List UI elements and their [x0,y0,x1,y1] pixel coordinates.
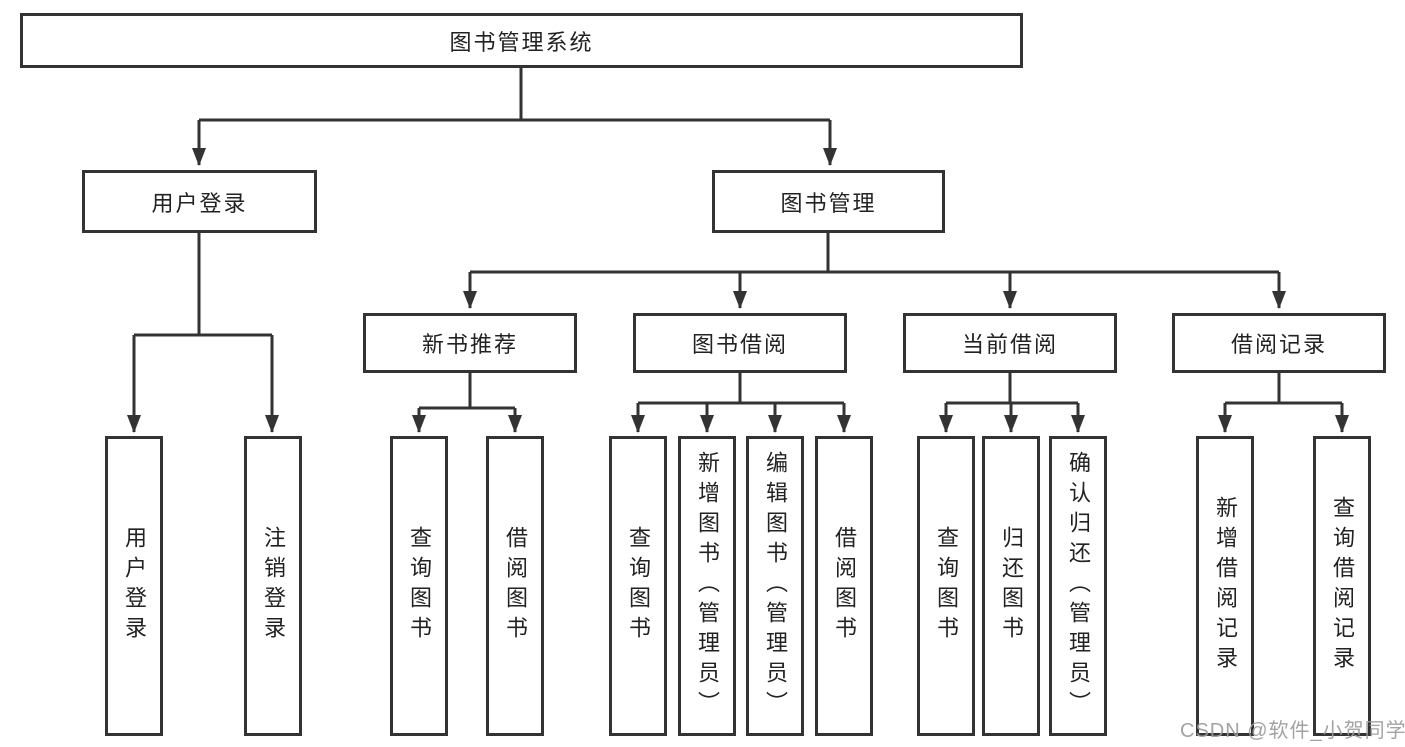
leaf-node-query-books-recommend: 查询图书 [390,436,448,736]
root-node-label: 图书管理系统 [449,29,594,55]
leaf-node-borrow-books: 借阅图书 [815,436,873,736]
section-node-new-book-recommend: 新书推荐 [363,313,577,373]
leaf-node-add-borrow-record: 新增借阅记录 [1196,436,1254,736]
branch-node-label: 用户登录 [151,190,248,216]
leaf-node-label: 查询图书 [934,526,959,646]
leaf-node-label: 借阅图书 [503,526,528,646]
branch-node-book-management: 图书管理 [712,170,945,233]
csdn-watermark: CSDN @软件_小贺同学 [1180,720,1405,742]
leaf-node-label: 注销登录 [261,526,286,646]
leaf-node-add-books-admin: 新增图书（管理员） [678,436,736,736]
leaf-node-return-books: 归还图书 [982,436,1040,736]
leaf-node-user-login: 用户登录 [105,436,163,736]
leaf-node-label: 用户登录 [122,526,147,646]
leaf-node-confirm-return-admin: 确认归还（管理员） [1049,436,1107,736]
branch-node-user-login: 用户登录 [82,170,317,233]
leaf-node-label: 确认归还（管理员） [1066,451,1091,721]
section-node-book-borrow: 图书借阅 [633,313,847,373]
leaf-node-label: 归还图书 [999,526,1024,646]
leaf-node-query-books-current: 查询图书 [917,436,975,736]
section-node-label: 新书推荐 [421,332,518,357]
section-node-label: 图书借阅 [691,332,788,357]
branch-node-label: 图书管理 [780,190,877,216]
leaf-node-borrow-books-recommend: 借阅图书 [486,436,544,736]
leaf-node-label: 借阅图书 [832,526,857,646]
leaf-node-label: 查询图书 [626,526,651,646]
root-node-library-system: 图书管理系统 [20,13,1023,68]
section-node-label: 当前借阅 [961,332,1058,357]
leaf-node-query-borrow-record: 查询借阅记录 [1313,436,1371,736]
leaf-node-edit-books-admin: 编辑图书（管理员） [746,436,804,736]
leaf-node-query-books-borrow: 查询图书 [609,436,667,736]
section-node-label: 借阅记录 [1230,332,1327,357]
section-node-borrow-records: 借阅记录 [1172,313,1386,373]
leaf-node-label: 编辑图书（管理员） [763,451,788,721]
leaf-node-label: 新增图书（管理员） [695,451,720,721]
section-node-current-borrow: 当前借阅 [903,313,1117,373]
leaf-node-label: 查询图书 [407,526,432,646]
leaf-node-label: 查询借阅记录 [1330,496,1355,676]
leaf-node-logout: 注销登录 [244,436,302,736]
leaf-node-label: 新增借阅记录 [1213,496,1238,676]
